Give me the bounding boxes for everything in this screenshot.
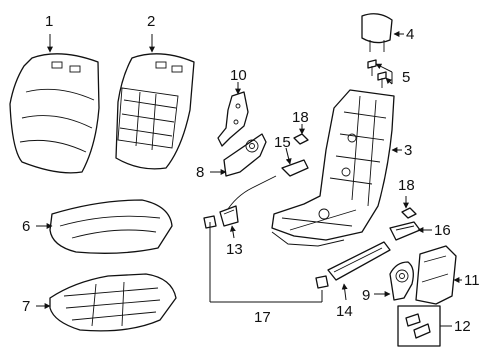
part-9-recliner-cover	[389, 261, 414, 301]
callout-13: 13	[226, 241, 243, 258]
part-1-seat-back-cover	[9, 53, 100, 174]
part-18-fastener-right	[401, 207, 417, 219]
callout-18-top: 18	[292, 109, 309, 126]
callout-1: 1	[45, 13, 53, 30]
callout-17: 17	[254, 309, 271, 326]
callout-labels: 1 2 4 5 10 18 3 15 8 18 6 16 13 11 9 14 …	[22, 13, 480, 335]
part-15-bracket	[281, 159, 309, 177]
part-12-inset-clips	[397, 305, 441, 347]
callout-2: 2	[147, 13, 155, 30]
part-6-cushion-cover	[49, 199, 173, 254]
part-3-seat-frame	[271, 89, 395, 247]
callout-5: 5	[402, 69, 410, 86]
part-7-cushion-pad	[49, 273, 177, 332]
callout-4: 4	[406, 26, 414, 43]
callout-14: 14	[336, 303, 353, 320]
callout-15: 15	[274, 134, 291, 151]
callout-10: 10	[230, 67, 247, 84]
part-13-cable	[219, 175, 277, 227]
callout-16: 16	[434, 222, 451, 239]
callout-7: 7	[22, 298, 30, 315]
callout-11: 11	[464, 272, 480, 289]
part-4-headrest	[361, 13, 393, 52]
part-16-trim	[389, 221, 421, 241]
callout-18-right: 18	[398, 177, 415, 194]
part-14-rail	[327, 241, 391, 281]
part-11-side-shield	[415, 245, 457, 305]
callout-12: 12	[454, 318, 471, 335]
part-18-fastener-top	[293, 133, 309, 145]
part-10-bracket	[217, 91, 249, 147]
part-2-seat-back-pad	[115, 53, 195, 170]
callout-6: 6	[22, 218, 30, 235]
callout-9: 9	[362, 287, 370, 304]
part-8-latch-bracket	[223, 133, 267, 177]
callout-8: 8	[196, 164, 204, 181]
leader-lines	[36, 31, 462, 327]
callout-3: 3	[404, 142, 412, 159]
part-17-clips	[203, 215, 329, 289]
